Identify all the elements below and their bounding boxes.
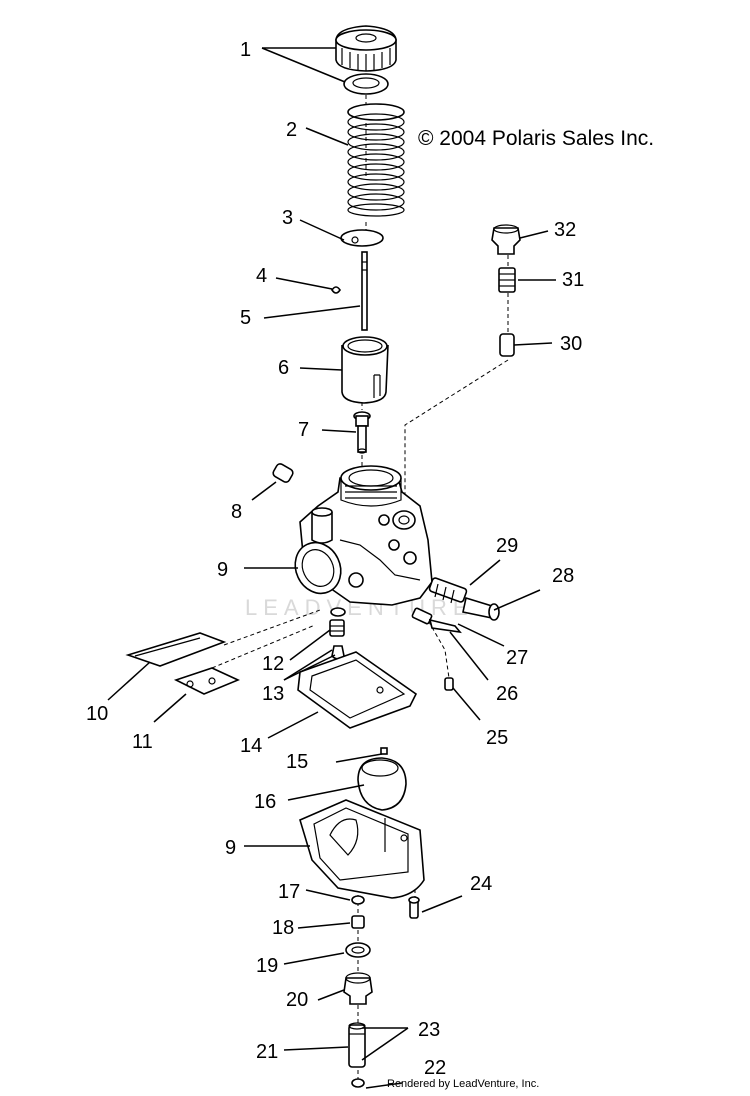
callout-8: 8 [231, 501, 242, 523]
o-ring-19 [345, 942, 371, 958]
callout-21: 21 [256, 1041, 278, 1063]
callout-15: 15 [286, 751, 308, 773]
pilot-screw [428, 618, 462, 634]
callout-3: 3 [282, 207, 293, 229]
bracket-guide-line [211, 609, 321, 669]
float-bowl-gasket [297, 651, 418, 729]
callout-12: 12 [262, 653, 284, 675]
callout-11: 11 [132, 731, 153, 753]
drain-valve-18 [351, 915, 365, 929]
float-pin [380, 747, 388, 755]
callout-5: 5 [240, 307, 251, 329]
idle-spring [428, 577, 468, 604]
drain-fitting-20 [343, 972, 373, 1005]
callout-25: 25 [486, 727, 508, 749]
idle-screw [462, 596, 500, 621]
copyright-text: © 2004 Polaris Sales Inc. [418, 127, 654, 150]
callout-19: 19 [256, 955, 278, 977]
throttle-spring [347, 103, 405, 217]
callout-23: 23 [418, 1019, 440, 1041]
callout-14: 14 [240, 735, 262, 757]
callout-28: 28 [552, 565, 574, 587]
drain-tube-21 [348, 1022, 366, 1068]
float [357, 757, 407, 811]
jet-needle [361, 251, 368, 331]
throttle-slide [341, 336, 389, 404]
callout-6: 6 [278, 357, 289, 379]
needle-jet [353, 411, 371, 454]
main-jet [329, 619, 345, 637]
callout-1: 1 [240, 39, 251, 61]
cable-bracket [125, 632, 227, 667]
callout-20: 20 [286, 989, 308, 1011]
callout-10: 10 [86, 703, 108, 725]
needle-retainer-plate [340, 229, 384, 247]
drain-screw-22 [351, 1078, 365, 1088]
footer-text: Rendered by LeadVenture, Inc. [387, 1078, 539, 1090]
tip-30 [499, 333, 515, 357]
callout-13: 13 [262, 683, 284, 705]
callout-26: 26 [496, 683, 518, 705]
spring-31 [498, 267, 516, 293]
callout-22: 22 [424, 1057, 446, 1079]
callout-7: 7 [298, 419, 309, 441]
callout-32: 32 [554, 219, 576, 241]
callout-30: 30 [560, 333, 582, 355]
bracket-plate [173, 667, 240, 695]
callout-29: 29 [496, 535, 518, 557]
callout-16: 16 [254, 791, 276, 813]
callout-24: 24 [470, 873, 492, 895]
callout-27: 27 [506, 647, 528, 669]
leader-lines [107, 47, 556, 1089]
drain-plug-17 [351, 895, 365, 905]
callout-31: 31 [562, 269, 584, 291]
callout-9-body: 9 [217, 559, 228, 581]
fitting-32 [491, 224, 521, 255]
top-cap [335, 25, 397, 72]
callout-labels: 1 2 3 4 5 6 7 8 9 9 10 11 12 13 14 15 16… [86, 39, 584, 1079]
callout-2: 2 [286, 119, 297, 141]
bowl-screw [408, 896, 420, 919]
needle-clip [331, 286, 341, 294]
callout-4: 4 [256, 265, 267, 287]
fitting-25 [444, 677, 454, 691]
washer-13 [330, 607, 346, 617]
callout-9-bowl: 9 [225, 837, 236, 859]
cap-washer [343, 73, 389, 95]
callout-18: 18 [272, 917, 294, 939]
carburetor-body [294, 465, 433, 606]
rubber-cap [272, 463, 294, 483]
float-bowl [299, 799, 425, 899]
callout-17: 17 [278, 881, 300, 903]
